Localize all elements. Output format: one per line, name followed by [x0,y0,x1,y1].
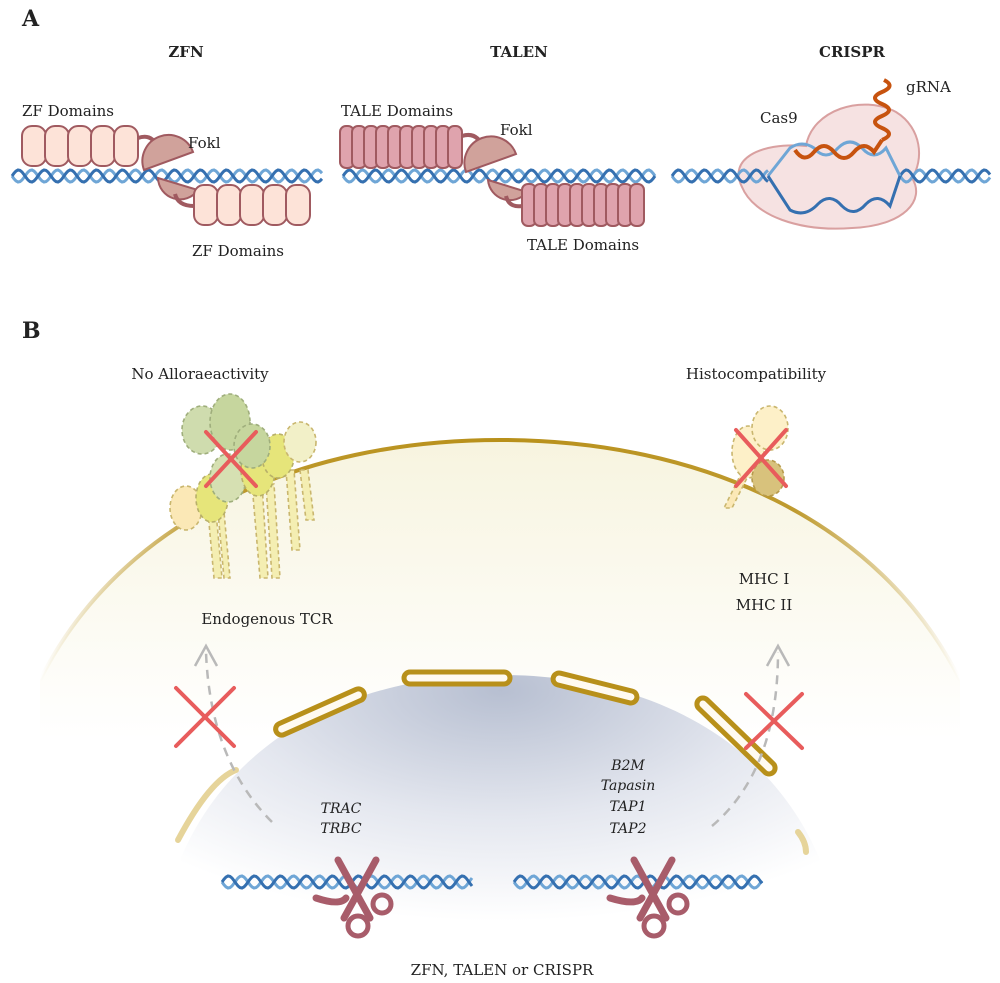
arrow-tcr-head [193,643,219,667]
dna-strand-light [898,168,992,184]
mhc2-label: MHC II [736,596,793,614]
tale-domains-top [339,125,463,169]
zf-domains-bottom-label: ZF Domains [192,242,284,260]
arrow-mhc [711,651,780,827]
cross-icon-arrow-left [174,686,236,748]
zf-domains-top-label: ZF Domains [22,102,114,120]
cell-membrane [38,437,962,681]
histocompatibility-label: Histocompatibility [686,365,827,383]
arrow-mhc-head [765,643,791,667]
dna-strand-dark [670,168,769,184]
dna-strand-dark [898,168,992,184]
dna-helix-talen [341,168,657,184]
zfn-group: ZF Domains Fokl ZF Domains [10,102,324,260]
tale-domains-bottom [521,183,645,227]
cross-icon-arrow-right [744,692,804,750]
tcr-receptor-3 [261,421,317,551]
dna-helix-crispr-left [670,168,769,184]
dna-helix-zfn [10,168,324,184]
tale-domains-top-label: TALE Domains [341,102,453,120]
panel-b-letter: B [22,318,41,344]
nuclear-envelope [175,669,809,855]
gene-b2m: B2M [610,758,645,774]
tcr-receptor-1 [169,473,231,579]
grna-strand [793,138,884,160]
dna-strand-dark [341,168,657,184]
scissors-icon-left [312,856,394,939]
grna-hairpin [873,78,892,142]
tcr-receptors [169,393,317,579]
cross-icon-tcr [204,430,258,488]
dna-strand-dark [10,168,324,184]
tcr-receptor-4 [181,393,271,469]
tools-label: ZFN, TALEN or CRISPR [411,961,594,979]
zfn-title: ZFN [168,43,204,61]
scissors-icon-right [606,856,690,939]
dna-strand-dark [512,874,764,890]
tale-domains-bottom-label: TALE Domains [527,236,639,254]
arrow-tcr [204,651,273,823]
gene-tapasin: Tapasin [601,778,656,794]
talen-fokl-top [463,135,518,174]
talen-title: TALEN [490,43,548,61]
gene-trac: TRAC [321,801,362,817]
panel-a-letter: A [21,6,40,32]
dna-helix-right-bottom [512,874,764,890]
crispr-title: CRISPR [819,43,886,61]
cross-icon-mhc [734,428,788,488]
gene-trbc: TRBC [320,821,361,837]
zf-domains-top [21,125,139,167]
talen-group: TALE Domains Fokl TALE Domains [339,102,657,254]
crispr-group: Cas9 gRNA [670,78,992,230]
gene-tap1: TAP1 [609,799,646,815]
endogenous-tcr-label: Endogenous TCR [201,610,333,628]
zf-domains-bottom [193,184,311,226]
gene-tap2: TAP2 [609,821,646,837]
zfn-fokl-label: Fokl [188,134,221,152]
no-alloreactivity-label: No Alloraeactivity [131,365,269,383]
tcr-receptor-2 [209,443,281,579]
dna-helix-crispr-right [898,168,992,184]
dna-strand-light [670,168,769,184]
talen-fokl-label: Fokl [500,121,533,139]
cas9-label: Cas9 [760,109,798,127]
grna-label: gRNA [906,78,951,96]
dna-strand-dark [220,874,474,890]
fokl-top [141,133,195,172]
dna-strand-light [512,874,764,890]
mhc1-label: MHC I [739,570,790,588]
